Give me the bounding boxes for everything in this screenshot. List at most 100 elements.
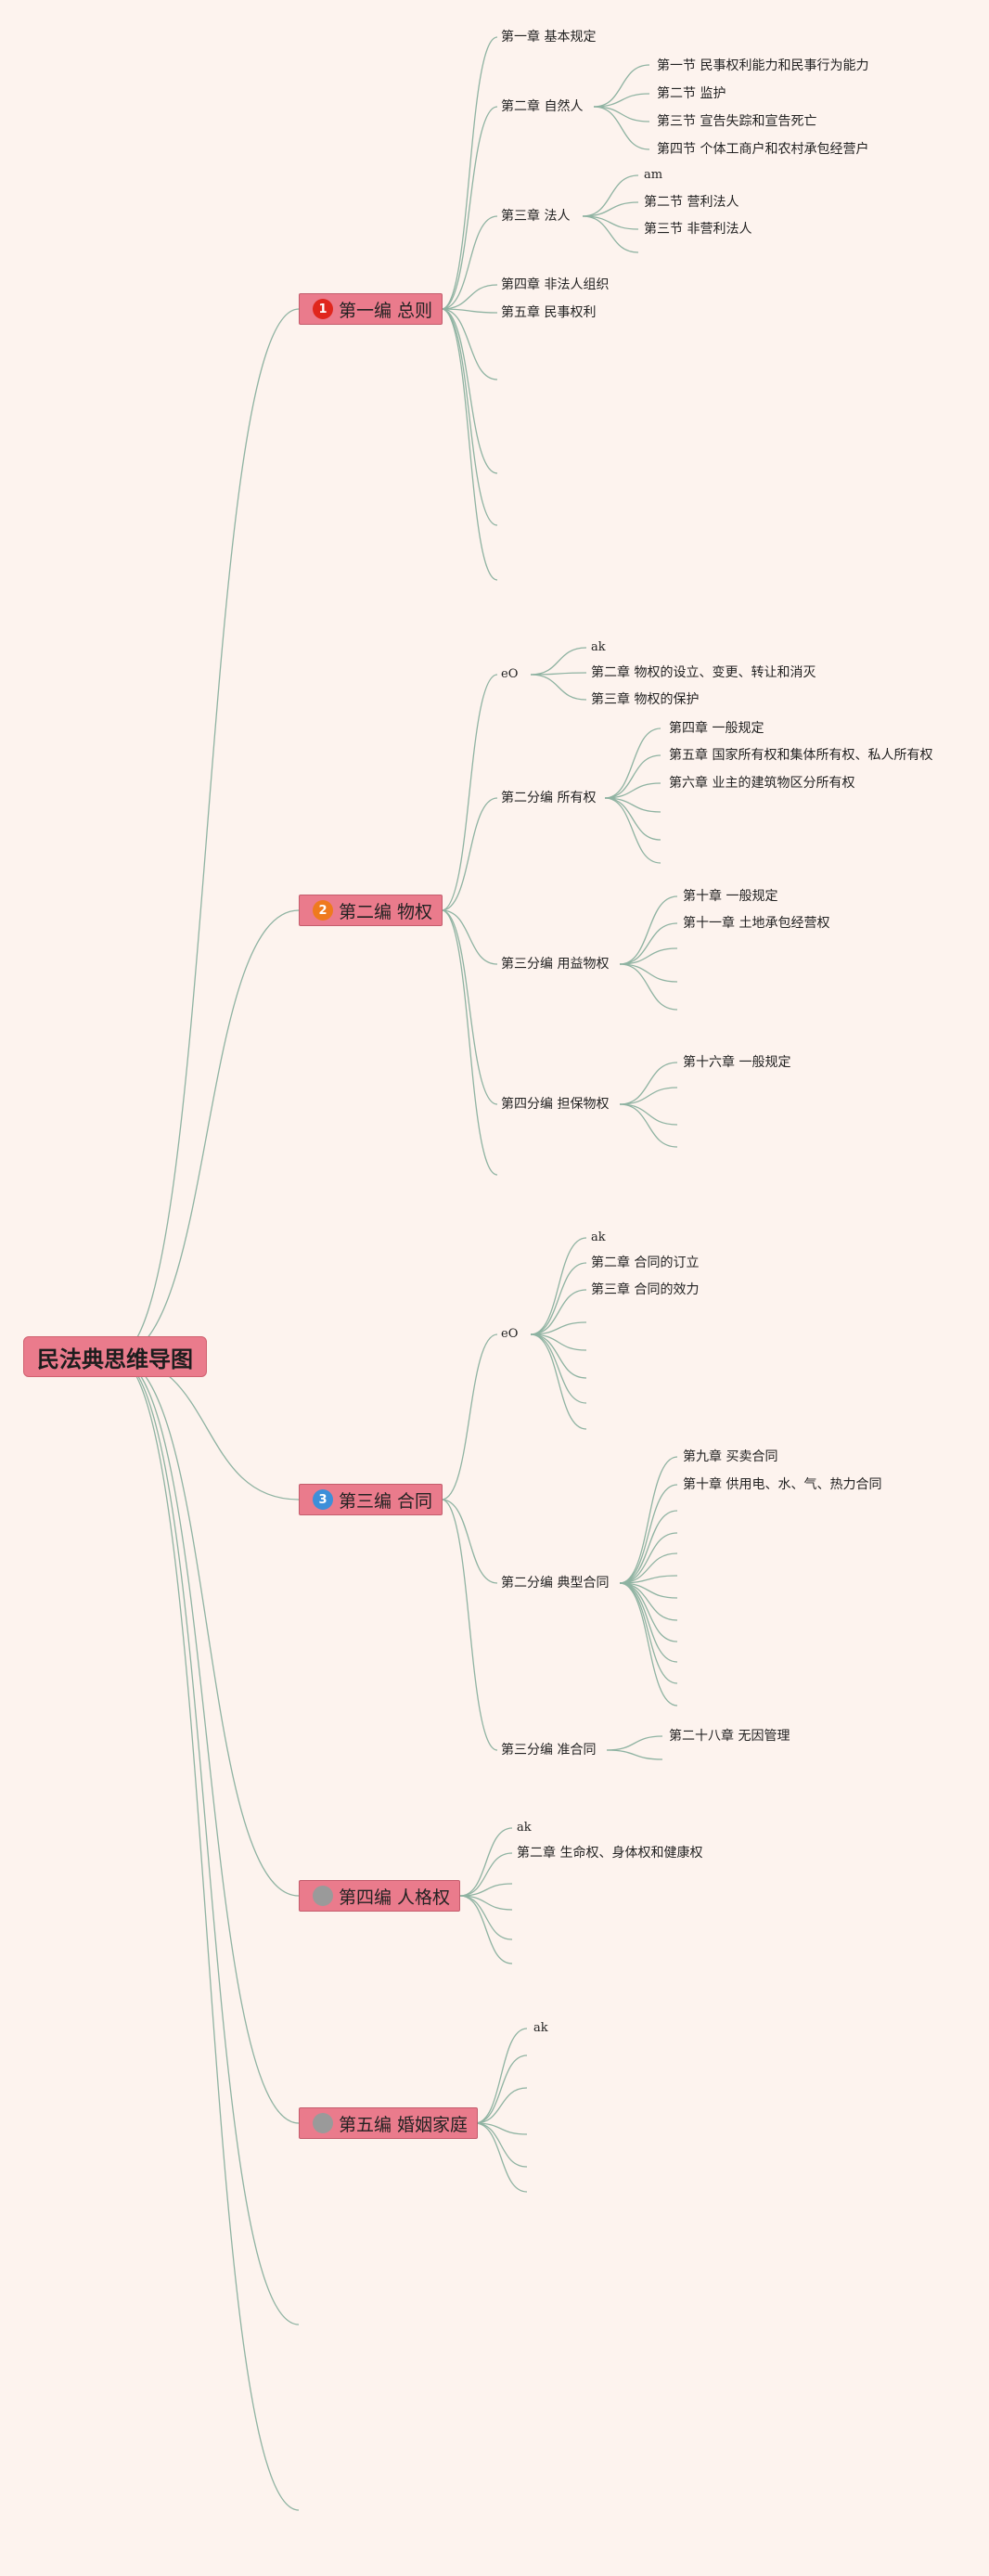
- subpart-label[interactable]: eO: [501, 667, 519, 681]
- chapter-label[interactable]: 第三章 合同的效力: [591, 1282, 700, 1297]
- connector-line: [606, 1749, 663, 1760]
- connector-line: [530, 1262, 587, 1335]
- section-label[interactable]: 第三节 非营利法人: [644, 222, 752, 237]
- root-topic[interactable]: 民法典思维导图: [23, 1336, 207, 1377]
- chapter-label[interactable]: 第二十八章 无因管理: [669, 1729, 790, 1744]
- connector-line: [530, 1333, 587, 1404]
- connector-line: [619, 963, 678, 983]
- section-label[interactable]: am: [644, 168, 663, 182]
- connector-line: [530, 1321, 587, 1335]
- chapter-label[interactable]: 第四章 一般规定: [669, 721, 764, 736]
- connector-line: [619, 922, 678, 965]
- subpart-label[interactable]: 第三分编 用益物权: [501, 957, 610, 972]
- connector-line: [582, 201, 639, 217]
- badge-5-icon: [313, 2113, 333, 2133]
- chapter-label[interactable]: 第二章 自然人: [501, 99, 584, 114]
- chapter-label[interactable]: 第六章 业主的建筑物区分所有权: [669, 776, 855, 791]
- chapter-label[interactable]: 第四章 非法人组织: [501, 277, 610, 292]
- connector-line: [619, 1103, 678, 1148]
- connector-line: [593, 106, 650, 122]
- badge-4-icon: [313, 1886, 333, 1906]
- badge-3-icon: 3: [313, 1489, 333, 1510]
- connector-line: [459, 1883, 513, 1897]
- part-node-personality[interactable]: 第四编 人格权: [299, 1880, 461, 1912]
- section-label[interactable]: 第四节 个体工商户和农村承包经营户: [657, 142, 869, 157]
- chapter-label[interactable]: ak: [591, 1230, 606, 1244]
- connector-line: [441, 909, 498, 1176]
- connector-line: [530, 1289, 587, 1335]
- connector-line: [459, 1852, 513, 1897]
- connector-line: [459, 1895, 513, 1964]
- connector-line: [530, 674, 587, 701]
- connector-line: [604, 797, 661, 813]
- connector-line: [619, 1532, 678, 1584]
- part-node-marriage[interactable]: 第五编 婚姻家庭: [299, 2107, 479, 2139]
- section-label[interactable]: 第一节 民事权利能力和民事行为能力: [657, 58, 869, 73]
- subpart-label[interactable]: 第二分编 所有权: [501, 791, 597, 805]
- chapter-label[interactable]: 第十章 一般规定: [683, 889, 778, 904]
- connector-line: [114, 1356, 300, 1897]
- subpart-label[interactable]: eO: [501, 1327, 519, 1341]
- connector-line: [441, 106, 498, 310]
- chapter-label[interactable]: 第二章 物权的设立、变更、转让和消灭: [591, 665, 816, 680]
- connector-line: [619, 1456, 678, 1584]
- connector-line: [606, 1735, 663, 1751]
- chapter-label[interactable]: 第五章 民事权利: [501, 305, 597, 320]
- chapter-label[interactable]: ak: [517, 1821, 532, 1835]
- part-label: 第二编 物权: [339, 901, 433, 922]
- chapter-label[interactable]: 第十章 供用电、水、气、热力合同: [683, 1477, 882, 1492]
- chapter-label[interactable]: 第二章 合同的订立: [591, 1256, 700, 1270]
- section-label[interactable]: 第二节 营利法人: [644, 195, 739, 210]
- chapter-label[interactable]: ak: [591, 640, 606, 654]
- connector-line: [619, 1582, 678, 1621]
- connector-line: [604, 728, 661, 799]
- connector-line: [459, 1827, 513, 1897]
- connector-line: [441, 1499, 498, 1751]
- connector-line: [593, 64, 650, 108]
- connector-line: [604, 797, 661, 864]
- connector-line: [474, 2122, 528, 2193]
- chapter-label[interactable]: 第三章 法人: [501, 209, 571, 224]
- connector-line: [441, 909, 498, 1105]
- chapter-label[interactable]: 第三章 物权的保护: [591, 692, 700, 707]
- connector-line: [619, 1582, 678, 1599]
- badge-1-icon: 1: [313, 299, 333, 319]
- chapter-label[interactable]: ak: [533, 2021, 548, 2035]
- section-label[interactable]: 第二节 监护: [657, 86, 726, 101]
- part-node-property[interactable]: 2 第二编 物权: [299, 895, 443, 926]
- connector-line: [530, 647, 587, 676]
- connector-line: [530, 1333, 587, 1379]
- subpart-label[interactable]: 第三分编 准合同: [501, 1743, 597, 1758]
- connector-line: [619, 1087, 678, 1105]
- connector-line: [604, 782, 661, 799]
- connector-line: [619, 1582, 678, 1707]
- connector-line: [441, 36, 498, 310]
- connector-line: [114, 1356, 300, 2124]
- connector-line: [582, 215, 639, 253]
- connector-line: [114, 308, 300, 1358]
- subpart-label[interactable]: 第二分编 典型合同: [501, 1576, 610, 1591]
- connector-line: [441, 1333, 498, 1501]
- chapter-label[interactable]: 第五章 国家所有权和集体所有权、私人所有权: [669, 748, 933, 763]
- badge-2-icon: 2: [313, 900, 333, 921]
- connector-line: [474, 2122, 528, 2168]
- section-label[interactable]: 第三节 宣告失踪和宣告死亡: [657, 114, 817, 129]
- chapter-label[interactable]: 第十一章 土地承包经营权: [683, 916, 830, 931]
- part-node-general[interactable]: 1 第一编 总则: [299, 293, 443, 325]
- connector-line: [441, 308, 498, 526]
- connector-line: [619, 963, 678, 1011]
- chapter-label[interactable]: 第十六章 一般规定: [683, 1055, 791, 1070]
- connector-line: [441, 909, 498, 965]
- chapter-label[interactable]: 第九章 买卖合同: [683, 1449, 778, 1464]
- subpart-label[interactable]: 第四分编 担保物权: [501, 1097, 610, 1112]
- connector-line: [114, 1356, 300, 2325]
- connector-line: [441, 284, 498, 310]
- connector-line: [604, 754, 661, 799]
- chapter-label[interactable]: 第一章 基本规定: [501, 30, 597, 45]
- part-label: 第五编 婚姻家庭: [339, 2114, 469, 2135]
- part-node-contract[interactable]: 3 第三编 合同: [299, 1484, 443, 1515]
- connector-line: [619, 895, 678, 965]
- chapter-label[interactable]: 第二章 生命权、身体权和健康权: [517, 1846, 703, 1861]
- connector-line: [530, 1237, 587, 1335]
